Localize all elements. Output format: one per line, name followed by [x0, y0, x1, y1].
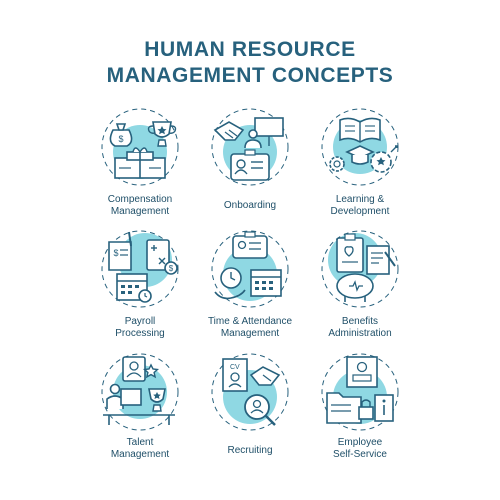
self-service-icon [321, 353, 399, 431]
svg-text:$: $ [113, 248, 118, 258]
label-talent: Talent Management [110, 437, 170, 460]
onboarding-icon [211, 108, 289, 186]
svg-text:$: $ [118, 134, 123, 144]
recruiting-icon: CV [211, 353, 289, 431]
benefits-icon [321, 230, 399, 308]
label-compensation: Compensation Management [107, 194, 173, 217]
label-onboarding: Onboarding [223, 200, 277, 211]
payroll-icon: $ $ [101, 230, 179, 308]
learning-icon [321, 108, 399, 186]
label-payroll: Payroll Processing [115, 316, 165, 339]
label-recruiting: Recruiting [227, 445, 273, 456]
label-benefits: Benefits Administration [328, 316, 392, 339]
label-self-service: Employee Self-Service [333, 437, 387, 460]
label-time-attendance: Time & Attendance Management [207, 316, 293, 339]
title-line-1: HUMAN RESOURCE [144, 38, 356, 61]
svg-text:$: $ [169, 264, 174, 273]
talent-icon [101, 353, 179, 431]
title-line-2: MANAGEMENT CONCEPTS [106, 64, 394, 87]
svg-text:CV: CV [230, 364, 240, 371]
time-attendance-icon [211, 230, 289, 308]
compensation-icon: $ [101, 108, 179, 186]
label-learning: Learning & Development [330, 194, 390, 217]
